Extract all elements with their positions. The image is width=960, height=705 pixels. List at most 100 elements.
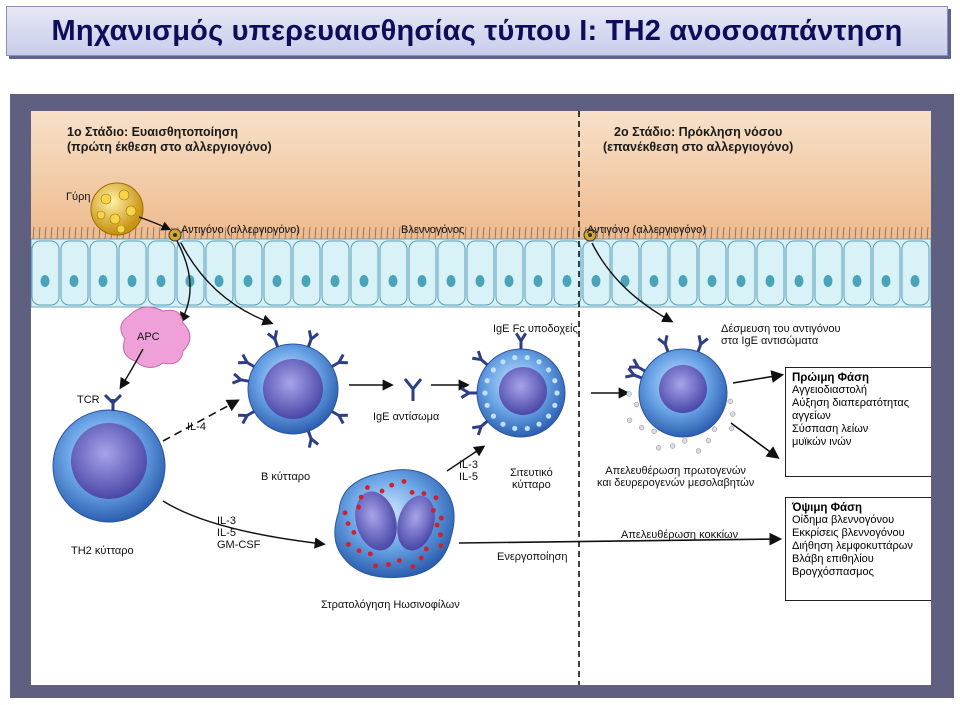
mediator-release-line2: και δευρερογενών μεσολαβητών [597, 477, 755, 489]
tcr-label: TCR [77, 394, 100, 406]
antibody-arm [241, 353, 249, 364]
cilium [452, 226, 455, 240]
cilium [518, 226, 521, 240]
released-granule [711, 426, 718, 432]
granule [545, 367, 552, 373]
eosinophil-granule [401, 479, 407, 484]
epithelial-cell [234, 240, 263, 306]
cilium [560, 226, 563, 240]
cilium [596, 226, 599, 240]
antibody-arm [663, 335, 669, 345]
late-phase-item: Εκκρίσεις βλεννογόνου [792, 527, 905, 539]
cilium [368, 226, 371, 240]
epithelial-nucleus [736, 275, 746, 287]
granule [536, 359, 542, 365]
eosinophil-granule [409, 489, 415, 495]
epithelial-nucleus [417, 275, 427, 287]
antibody-stem [246, 361, 255, 368]
antibody-stem [637, 365, 646, 373]
early-phase-item: Σύσπαση λείων [792, 423, 869, 435]
cilium [152, 226, 155, 240]
released-granule [695, 448, 702, 454]
early-phase-box: Πρώιμη Φάση Αγγειοδιαστολή Αύξηση διαπερ… [785, 367, 931, 477]
cilium [926, 226, 929, 240]
cilium [506, 226, 509, 240]
antibody-stem [331, 361, 340, 368]
released-granule [651, 428, 657, 434]
granule [552, 402, 558, 408]
cilium [866, 226, 869, 240]
cilium [422, 226, 425, 240]
granule [482, 390, 488, 396]
cilium [806, 226, 809, 240]
cilium [542, 226, 545, 240]
binding-line1: Δέσμευση του αντιγόνου [721, 323, 841, 335]
stage2-title: 2ο Στάδιο: Πρόκληση νόσου (επανέκθεση στ… [603, 125, 793, 155]
apc-cell [120, 306, 191, 368]
cilium [572, 226, 575, 240]
cilium [56, 226, 59, 240]
released-granule [682, 438, 688, 444]
cilium [602, 226, 605, 240]
cilium [836, 226, 839, 240]
cilium [134, 226, 137, 240]
cilium [404, 226, 407, 240]
cilium [344, 226, 347, 240]
antibody-arm [307, 438, 313, 448]
epithelial-nucleus [127, 275, 137, 287]
epithelial-cell [495, 240, 524, 306]
granule [490, 367, 497, 373]
mast-cell-label: Σιτευτικό κύτταρο [510, 467, 553, 491]
eosinophil-granule [358, 494, 364, 500]
epithelial-cell [379, 240, 408, 306]
antibody-arm [310, 332, 320, 341]
cilium [182, 226, 185, 240]
cilium [290, 226, 293, 240]
cilium [512, 226, 515, 240]
epithelial-nucleus [823, 275, 833, 287]
mast-cell-receptors [460, 332, 527, 436]
cilium [194, 226, 197, 240]
epithelial-nucleus [156, 275, 166, 287]
eosinophil-granule [434, 522, 440, 528]
epithelial-cell [60, 240, 89, 306]
epithelial-nucleus [910, 275, 920, 287]
cilium [332, 226, 335, 240]
antibody-stem [633, 373, 643, 380]
cilium [674, 226, 677, 240]
epithelial-cell [263, 240, 292, 306]
late-phase-item: Βλάβη επιθηλίου [792, 553, 874, 565]
bcell-label: Β κύτταρο [261, 471, 311, 483]
cilium [614, 226, 617, 240]
antigen-icon-1 [168, 228, 182, 242]
epithelial-cell [350, 240, 379, 306]
cilium [500, 226, 503, 240]
cilium [878, 226, 881, 240]
degranulating-mast-cell [638, 348, 728, 438]
cilium [752, 226, 755, 240]
cilium [266, 226, 269, 240]
epithelial-cell [727, 240, 756, 306]
antibody-arm [627, 367, 636, 377]
th2-label: ΤΗ2 κύτταρο [71, 545, 134, 557]
b-cell [247, 343, 339, 435]
granule [490, 413, 497, 419]
cilium [884, 226, 887, 240]
mediator-release-label: Απελευθέρωση πρωτογενών και δευρερογενών… [597, 465, 754, 489]
epithelial-cell [118, 240, 147, 306]
diagram-frame: 1ο Στάδιο: Ευαισθητοποίηση (πρώτη έκθεση… [10, 94, 954, 698]
cilium [896, 226, 899, 240]
cilium [224, 226, 227, 240]
il3-il5-line2: IL-5 [459, 471, 478, 483]
eosinophil-granule [367, 551, 373, 557]
granule [524, 425, 530, 432]
cilium [458, 226, 461, 240]
eosinophil-granule [356, 504, 362, 510]
eosinophil-granule [433, 495, 439, 501]
cilium [890, 226, 893, 240]
epithelial-nucleus [475, 275, 485, 287]
cilium [662, 226, 665, 240]
stage2-line1: 2ο Στάδιο: Πρόκληση νόσου [614, 125, 783, 139]
released-granule [626, 417, 633, 423]
granule [524, 354, 530, 361]
